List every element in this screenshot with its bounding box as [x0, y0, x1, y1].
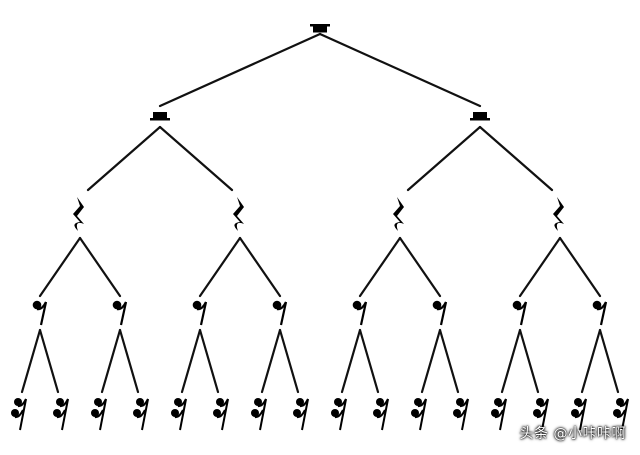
tree-edge [86, 125, 162, 192]
eighth-rest-icon [432, 300, 448, 326]
sixteenth-rest-icon [11, 398, 27, 431]
watermark-label: 头条 @小咔咔啊 [519, 426, 626, 442]
sixteenth-rest-icon [491, 398, 507, 431]
tree-edge [518, 236, 562, 298]
sixteenth-rest-icon [453, 398, 469, 431]
tree-edge [406, 125, 482, 192]
quarter-rest-icon [553, 197, 564, 231]
sixteenth-rest-icon [373, 398, 389, 431]
sixteenth-rest-icon [331, 398, 347, 431]
tree-edge [340, 328, 362, 394]
sixteenth-rest-icon [411, 398, 427, 431]
sixteenth-rest-icon [133, 398, 149, 431]
tree-edges [20, 32, 620, 394]
eighth-rest-icon [272, 300, 288, 326]
quarter-rest-icon [73, 197, 84, 231]
tree-edge [260, 328, 282, 394]
tree-edge [358, 236, 402, 298]
tree-edge [38, 236, 82, 298]
tree-edge [38, 328, 60, 394]
tree-edge [500, 328, 522, 394]
sixteenth-rest-icon [213, 398, 229, 431]
tree-edge [198, 328, 220, 394]
sixteenth-rest-icon [533, 398, 549, 431]
sixteenth-rest-icon [251, 398, 267, 431]
tree-edge [558, 236, 602, 298]
quarter-rest-icon [393, 197, 404, 231]
sixteenth-rest-icon [171, 398, 187, 431]
tree-edge [478, 125, 554, 192]
tree-edge [398, 236, 442, 298]
tree-edge [358, 328, 380, 394]
tree-edge [198, 236, 242, 298]
sixteenth-rest-icon [91, 398, 107, 431]
tree-edge [420, 328, 442, 394]
half-rest-icon [470, 112, 490, 121]
tree-edge [158, 125, 234, 192]
tree-edge [518, 328, 540, 394]
tree-edge [238, 236, 282, 298]
sixteenth-rest-icon [53, 398, 69, 431]
tree-edge [100, 328, 122, 394]
sixteenth-rest-icon [571, 398, 587, 431]
sixteenth-rest-icon [293, 398, 309, 431]
eighth-rest-icon [352, 300, 368, 326]
tree-nodes [11, 24, 629, 431]
sixteenth-rest-icon [613, 398, 629, 431]
quarter-rest-icon [233, 197, 244, 231]
tree-edge [580, 328, 602, 394]
tree-edge [158, 32, 322, 108]
tree-edge [20, 328, 42, 394]
half-rest-icon [150, 112, 170, 121]
whole-rest-icon [310, 24, 330, 33]
tree-edge [78, 236, 122, 298]
tree-edge [318, 32, 482, 108]
tree-edge [180, 328, 202, 394]
tree-edge [598, 328, 620, 394]
eighth-rest-icon [192, 300, 208, 326]
eighth-rest-icon [32, 300, 48, 326]
eighth-rest-icon [512, 300, 528, 326]
tree-edge [118, 328, 140, 394]
eighth-rest-icon [592, 300, 608, 326]
eighth-rest-icon [112, 300, 128, 326]
tree-edge [278, 328, 300, 394]
tree-edge [438, 328, 460, 394]
